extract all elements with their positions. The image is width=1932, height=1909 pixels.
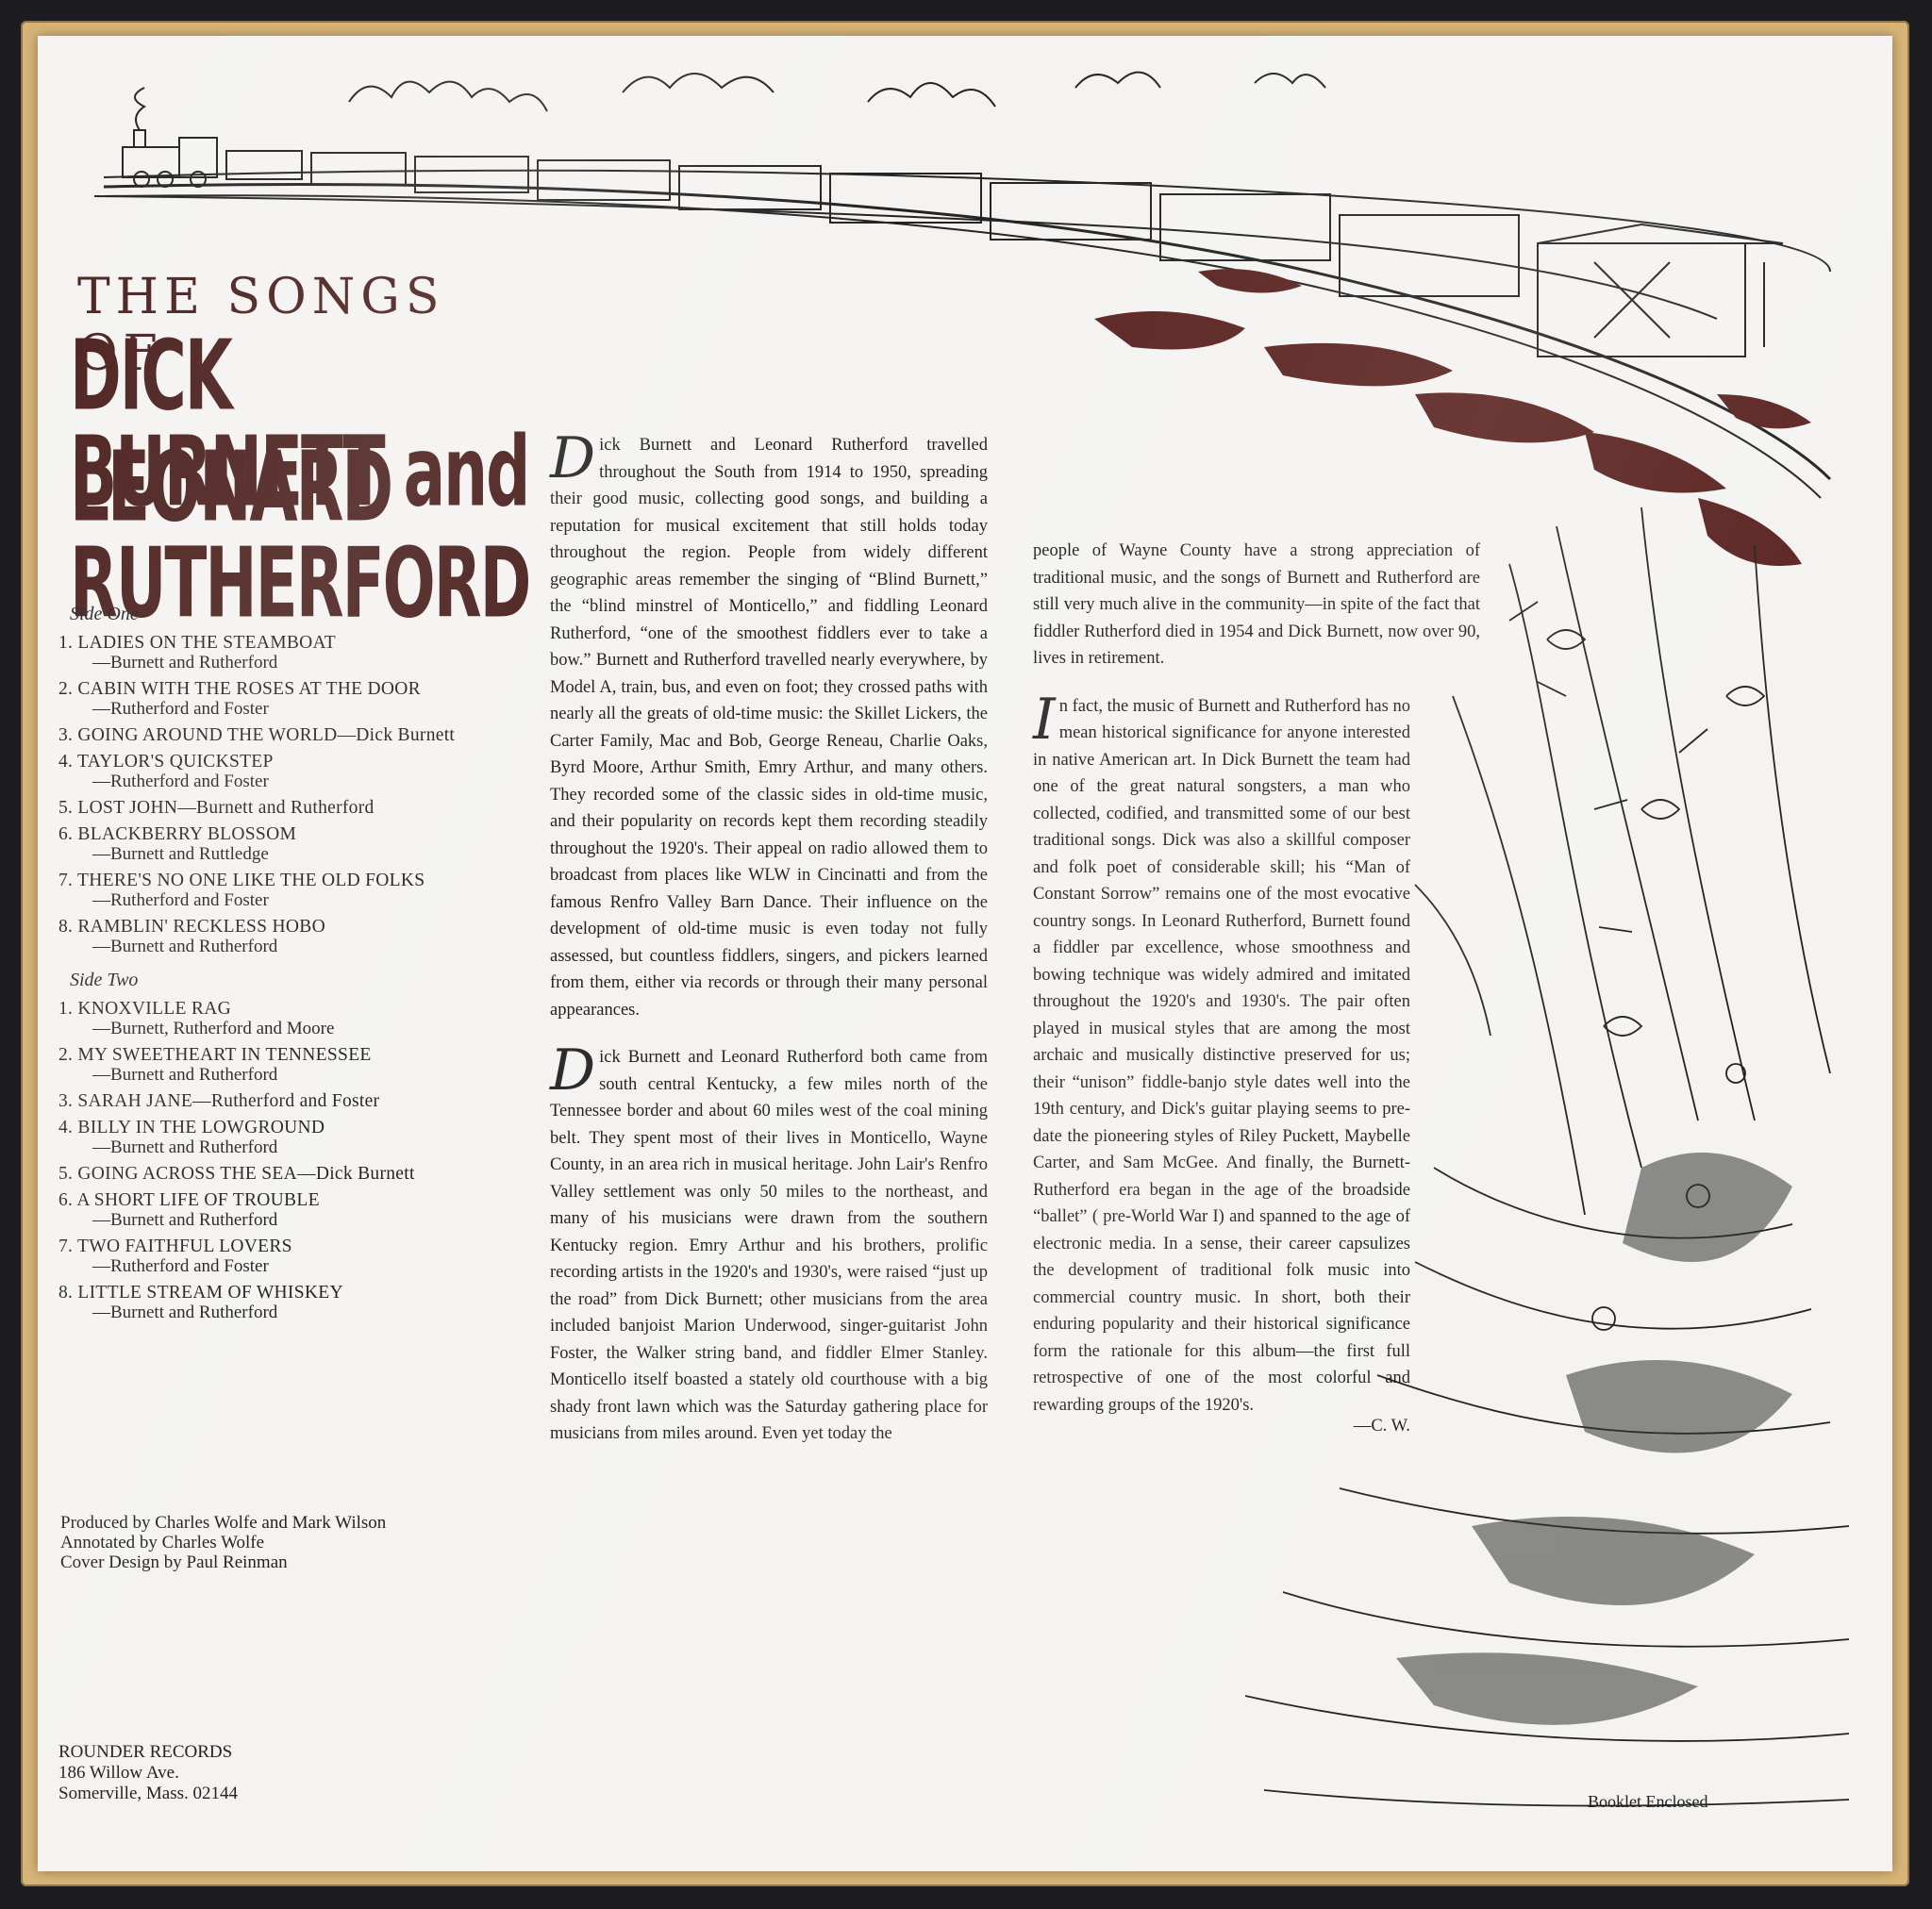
track-title: 4. BILLY IN THE LOWGROUND: [58, 1118, 325, 1137]
earth-bank: [1094, 269, 1811, 566]
track-item: 5. GOING ACROSS THE SEA—Dick Burnett: [58, 1164, 549, 1184]
track-item: 5. LOST JOHN—Burnett and Rutherford: [58, 798, 549, 818]
label-city: Somerville, Mass. 02144: [58, 1784, 238, 1803]
drop-cap: D: [550, 425, 596, 491]
paragraph-text: ick Burnett and Leonard Rutherford both …: [550, 1048, 988, 1443]
producer-credit: Produced by Charles Wolfe and Mark Wilso…: [60, 1513, 387, 1533]
track-item: 4. BILLY IN THE LOWGROUND—Burnett and Ru…: [58, 1118, 549, 1157]
track-item: 1. LADIES ON THE STEAMBOAT—Burnett and R…: [58, 633, 549, 672]
cloud: [1074, 71, 1161, 89]
paragraph-text: ick Burnett and Leonard Rutherford trave…: [550, 436, 988, 1020]
author-signature: —C. W.: [1353, 1417, 1410, 1436]
track-item: 7. THERE'S NO ONE LIKE THE OLD FOLKS—Rut…: [58, 871, 549, 910]
track-credit: —Burnett and Rutherford: [92, 1210, 278, 1230]
track-credit: —Rutherford and Foster: [92, 772, 269, 791]
foliage-shading: [1396, 1153, 1792, 1725]
locomotive: [122, 87, 218, 188]
liner-notes-column-2: people of Wayne County have a strong app…: [1033, 538, 1480, 1440]
track-credit: —Burnett and Rutherford: [92, 1137, 278, 1157]
track-title: 1. LADIES ON THE STEAMBOAT: [58, 633, 336, 653]
track-title: 5. LOST JOHN—Burnett and Rutherford: [58, 798, 375, 818]
track-item: 3. GOING AROUND THE WORLD—Dick Burnett: [58, 725, 549, 745]
album-title-line-2: LEONARD RUTHERFORD: [70, 430, 531, 640]
train-landscape-illustration: [93, 71, 1850, 1807]
track-title: 3. GOING AROUND THE WORLD—Dick Burnett: [58, 725, 456, 745]
drop-cap: I: [1033, 686, 1056, 753]
track-credit: —Burnett and Rutherford: [92, 937, 278, 956]
track-credit: —Burnett and Ruttledge: [92, 844, 269, 864]
track-title: 6. A SHORT LIFE OF TROUBLE: [58, 1190, 320, 1210]
track-title: 8. RAMBLIN' RECKLESS HOBO: [58, 917, 325, 937]
album-title-line-1: DICK BURNETT and: [70, 319, 530, 529]
track-item: 8. LITTLE STREAM OF WHISKEY—Burnett and …: [58, 1283, 549, 1322]
track-title: 5. GOING ACROSS THE SEA—Dick Burnett: [58, 1164, 415, 1184]
label-street: 186 Willow Ave.: [58, 1763, 179, 1783]
cloud: [622, 73, 774, 93]
booklet-note: Booklet Enclosed: [1588, 1792, 1708, 1811]
track-item: 7. TWO FAITHFUL LOVERS—Rutherford and Fo…: [58, 1237, 549, 1276]
box-cars: [225, 150, 1784, 357]
track-credit: —Burnett and Rutherford: [92, 1065, 278, 1085]
paragraph-text: people of Wayne County have a strong app…: [1033, 541, 1480, 668]
album-title-prefix: THE SONGS OF: [77, 269, 445, 382]
track-item: 6. BLACKBERRY BLOSSOM—Burnett and Ruttle…: [58, 824, 549, 864]
track-title: 8. LITTLE STREAM OF WHISKEY: [58, 1283, 343, 1303]
foliage: [1244, 506, 1850, 1807]
track-item: 3. SARAH JANE—Rutherford and Foster: [58, 1091, 549, 1111]
track-title: 1. KNOXVILLE RAG: [58, 999, 231, 1019]
track-title: 3. SARAH JANE—Rutherford and Foster: [58, 1091, 380, 1111]
side-one-heading: Side One: [70, 604, 139, 624]
side-two-tracks: 1. KNOXVILLE RAG—Burnett, Rutherford and…: [58, 999, 549, 1322]
track-item: 6. A SHORT LIFE OF TROUBLE—Burnett and R…: [58, 1190, 549, 1230]
paragraph-text: n fact, the music of Burnett and Rutherf…: [1033, 696, 1410, 1415]
track-title: 6. BLACKBERRY BLOSSOM: [58, 824, 297, 844]
track-item: 8. RAMBLIN' RECKLESS HOBO—Burnett and Ru…: [58, 917, 549, 956]
cover-design-credit: Cover Design by Paul Reinman: [60, 1552, 288, 1572]
track-credit: —Burnett, Rutherford and Moore: [92, 1019, 335, 1038]
track-listing: Side One 1. LADIES ON THE STEAMBOAT—Burn…: [58, 604, 549, 1329]
track-title: 2. CABIN WITH THE ROSES AT THE DOOR: [58, 679, 421, 699]
annotator-credit: Annotated by Charles Wolfe: [60, 1533, 265, 1552]
track-title: 7. TWO FAITHFUL LOVERS: [58, 1237, 292, 1256]
drop-cap: D: [550, 1038, 596, 1104]
label-name: ROUNDER RECORDS: [58, 1742, 233, 1762]
cloud: [348, 80, 548, 112]
track-item: 4. TAYLOR'S QUICKSTEP—Rutherford and Fos…: [58, 752, 549, 791]
track-credit: —Burnett and Rutherford: [92, 1303, 278, 1322]
record-label-address: ROUNDER RECORDS 186 Willow Ave. Somervil…: [58, 1742, 238, 1804]
side-one-tracks: 1. LADIES ON THE STEAMBOAT—Burnett and R…: [58, 633, 549, 956]
track-credit: —Rutherford and Foster: [92, 1256, 269, 1276]
production-credits: Produced by Charles Wolfe and Mark Wilso…: [60, 1513, 386, 1572]
track-credit: —Rutherford and Foster: [92, 699, 269, 719]
track-title: 2. MY SWEETHEART IN TENNESSEE: [58, 1045, 372, 1065]
track-credit: —Burnett and Rutherford: [92, 653, 278, 672]
side-two-heading: Side Two: [70, 970, 139, 990]
track-item: 2. MY SWEETHEART IN TENNESSEE—Burnett an…: [58, 1045, 549, 1085]
rail-track: [103, 183, 1832, 481]
track-title: 7. THERE'S NO ONE LIKE THE OLD FOLKS: [58, 871, 425, 890]
track-credit: —Rutherford and Foster: [92, 890, 269, 910]
track-title: 4. TAYLOR'S QUICKSTEP: [58, 752, 274, 772]
track-item: 1. KNOXVILLE RAG—Burnett, Rutherford and…: [58, 999, 549, 1038]
cloud: [1254, 73, 1326, 89]
cloud: [867, 82, 996, 108]
liner-paragraph-3: people of Wayne County have a strong app…: [1033, 538, 1480, 672]
track-item: 2. CABIN WITH THE ROSES AT THE DOOR—Ruth…: [58, 679, 549, 719]
